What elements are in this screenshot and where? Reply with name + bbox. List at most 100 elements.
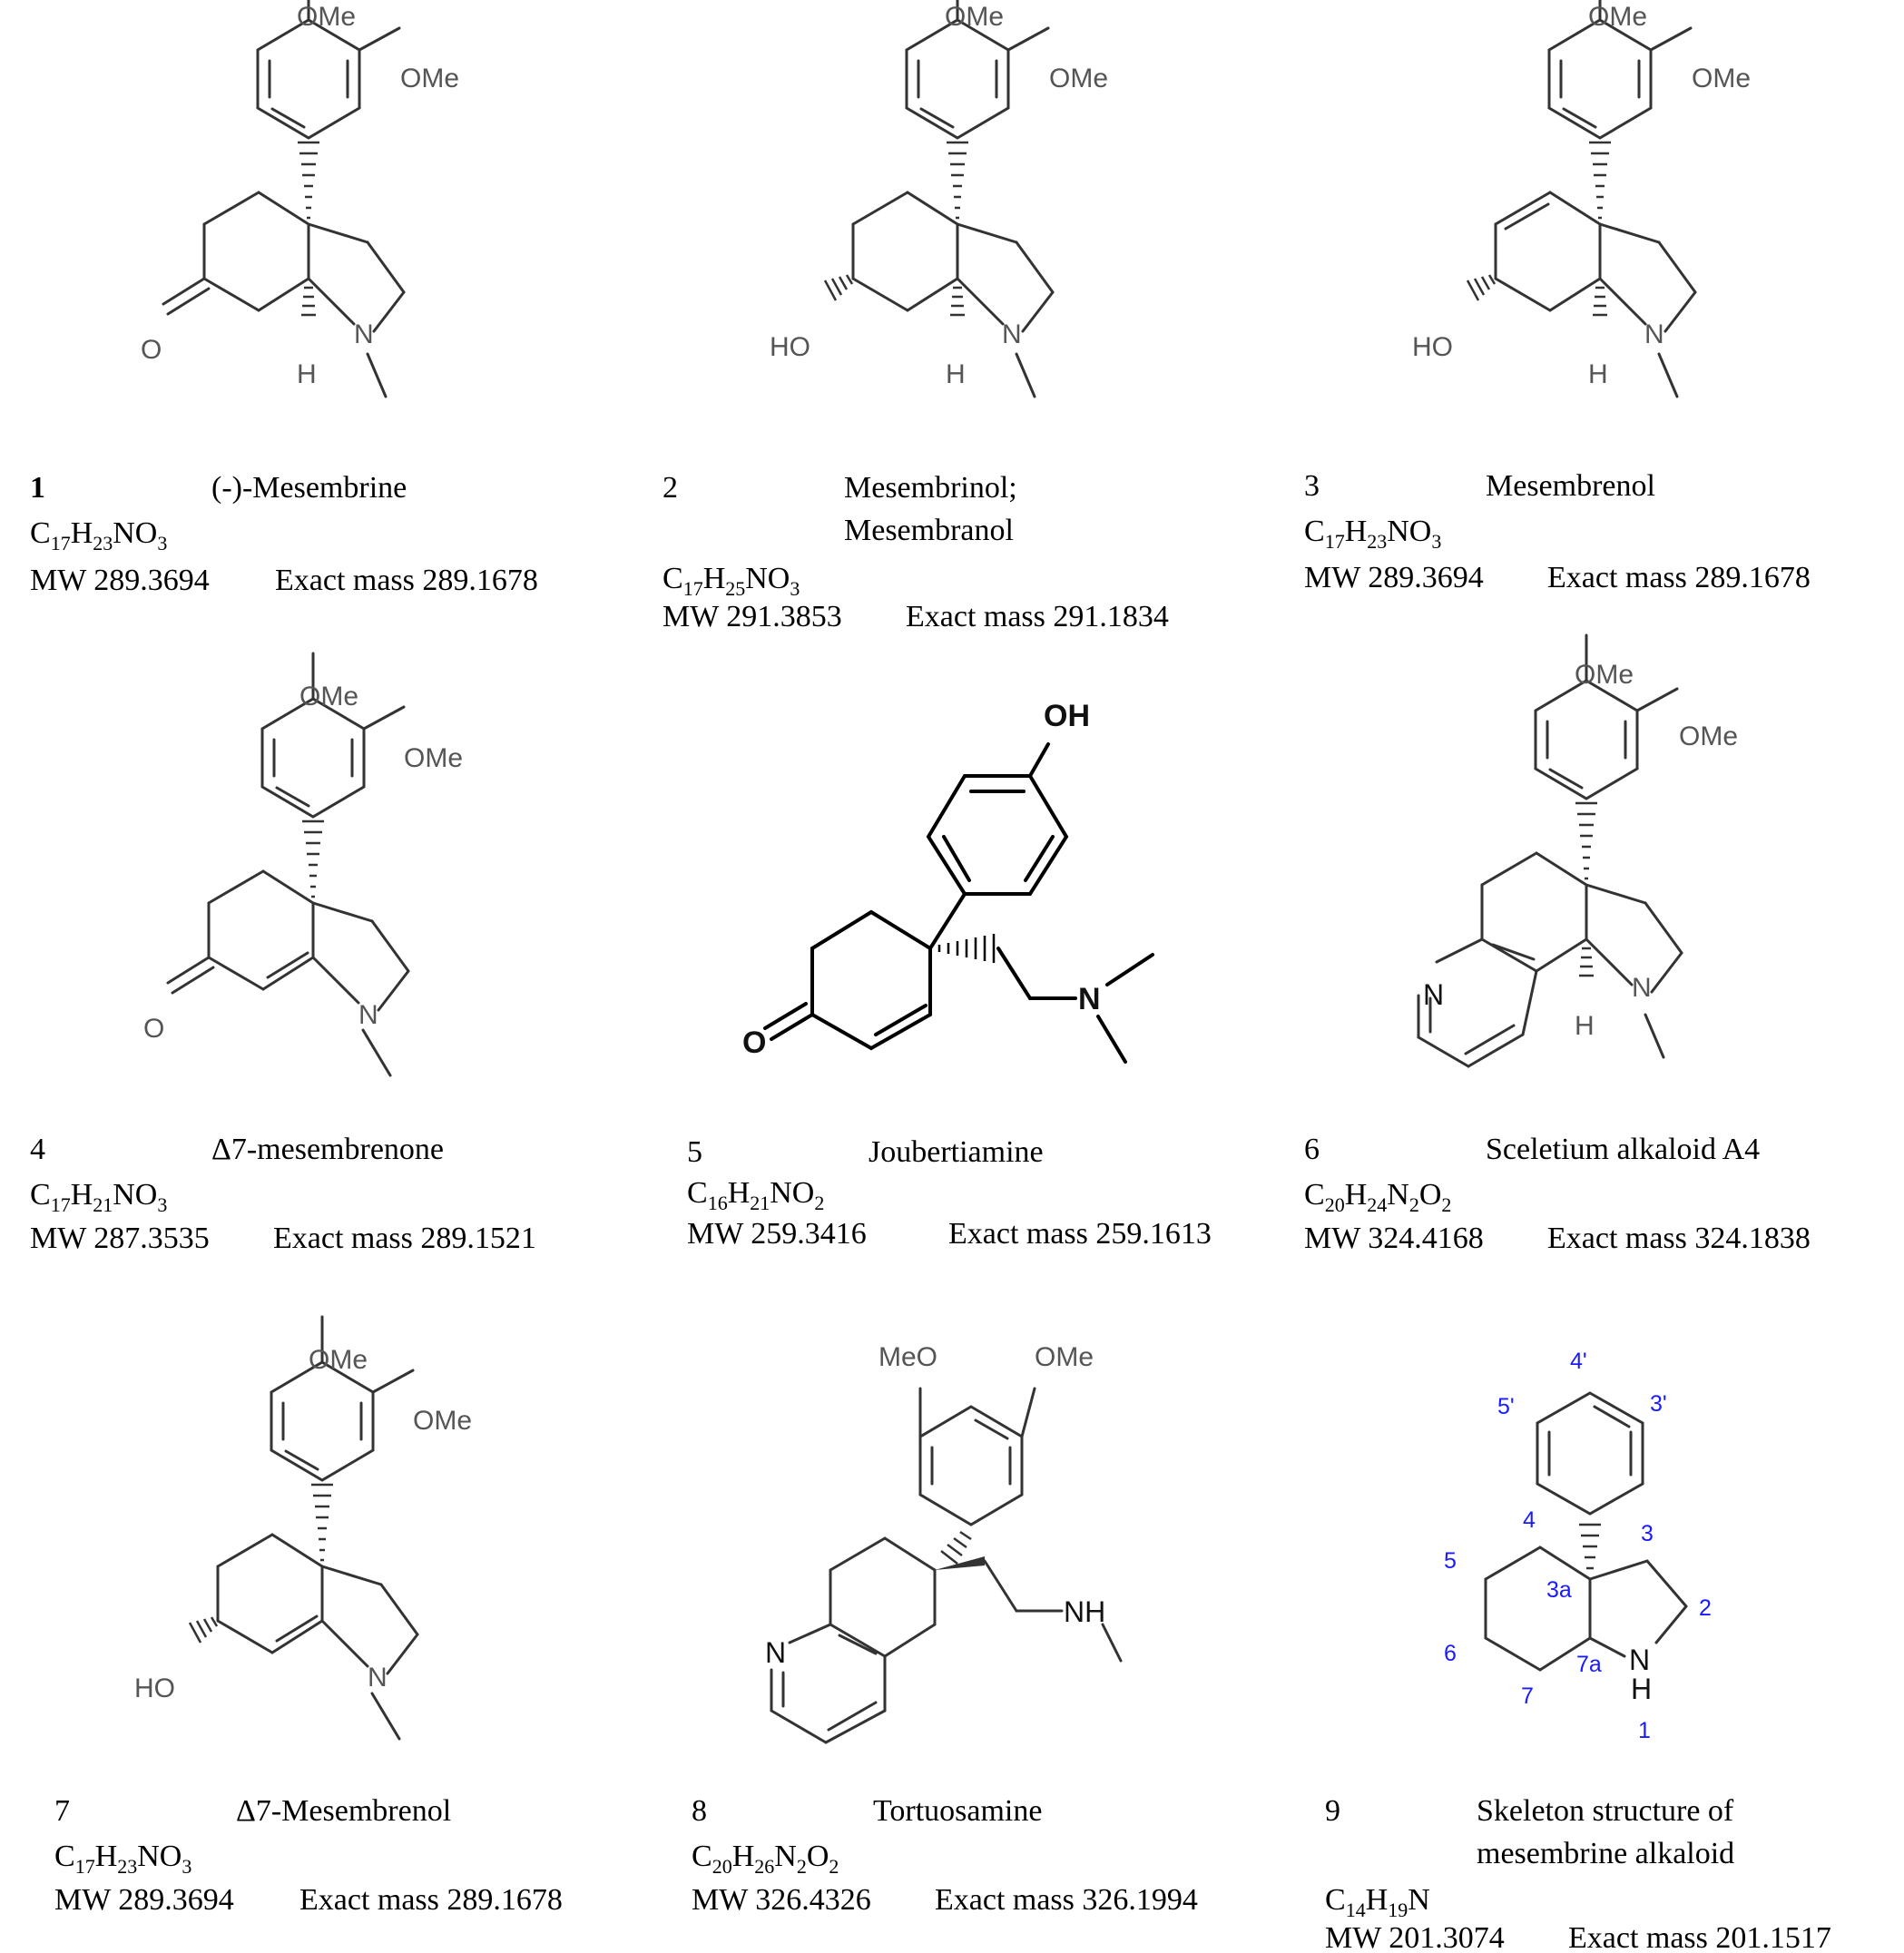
h-label: H	[1631, 1673, 1652, 1705]
compound-number: 6	[1304, 1133, 1320, 1166]
compound-number: 1	[30, 471, 45, 505]
n-label: N	[1644, 319, 1664, 349]
o-label: O	[143, 1014, 164, 1044]
molecular-formula: C20H26N2O2	[692, 1840, 839, 1878]
compound-name: Sceletium alkaloid A4	[1486, 1133, 1760, 1166]
exact-mass: Exact mass 326.1994	[935, 1883, 1198, 1917]
molecular-formula: C14H19N	[1325, 1883, 1430, 1921]
n-label: N	[1078, 982, 1101, 1016]
skeleton-number: 7a	[1576, 1652, 1602, 1677]
skeleton-number: 6	[1444, 1641, 1457, 1666]
structure-8: MeO OMe NH N	[765, 1342, 1123, 1744]
ome-label: OMe	[1692, 64, 1751, 93]
caption-7: 7 Δ7-Mesembrenol C17H23NO3 MW 289.3694 E…	[54, 1794, 563, 1917]
n-label: N	[358, 1000, 378, 1030]
ome-label: OMe	[1679, 721, 1738, 751]
ome-label: OMe	[400, 64, 459, 93]
compound-name: Tortuosamine	[873, 1794, 1042, 1828]
structure-7: OMe OMe HO N	[134, 1315, 472, 1741]
compound-number: 3	[1304, 469, 1320, 503]
ome-label: OMe	[1049, 64, 1108, 93]
compound-name: Skeleton structure of	[1477, 1794, 1734, 1828]
n-label: N	[1002, 319, 1022, 349]
structure-3: OMe OMe HO H N	[1412, 0, 1751, 398]
h-label: H	[946, 359, 966, 389]
h-label: H	[1588, 359, 1608, 389]
structure-6: OMe OMe N H N	[1417, 633, 1738, 1068]
ome-label: OMe	[309, 1345, 368, 1375]
structure-2: OMe OMe HO H N	[770, 0, 1108, 398]
h-label: H	[297, 359, 317, 389]
molecular-weight: MW 289.3694	[30, 564, 210, 597]
exact-mass: Exact mass 289.1678	[1547, 561, 1811, 594]
skeleton-number: 3a	[1546, 1577, 1572, 1603]
molecular-weight: MW 259.3416	[687, 1217, 867, 1251]
exact-mass: Exact mass 289.1521	[273, 1222, 536, 1255]
compound-name: Δ7-mesembrenone	[211, 1133, 444, 1166]
o-label: O	[141, 335, 162, 365]
compound-number: 9	[1325, 1794, 1340, 1828]
n-label: N	[1423, 978, 1444, 1011]
ome-label: OMe	[1035, 1342, 1094, 1372]
skeleton-number: 4	[1523, 1507, 1536, 1533]
compound-name: Joubertiamine	[869, 1135, 1044, 1169]
structure-1: OMe OMe O H N	[141, 0, 459, 398]
exact-mass: Exact mass 289.1678	[275, 564, 538, 597]
molecular-formula: C17H23NO3	[54, 1840, 191, 1878]
ho-label: HO	[1412, 332, 1453, 362]
structure-4: OMe OMe O N	[143, 652, 463, 1077]
exact-mass: Exact mass 259.1613	[948, 1217, 1212, 1251]
molecular-weight: MW 289.3694	[54, 1883, 234, 1917]
ome-label: OMe	[404, 743, 463, 773]
ome-label: OMe	[413, 1406, 472, 1436]
molecular-formula: C17H23NO3	[1304, 515, 1441, 553]
molecular-formula: C17H23NO3	[30, 516, 167, 554]
oh-label: OH	[1044, 699, 1090, 733]
compound-name: Mesembrenol	[1486, 469, 1655, 503]
skeleton-number: 3	[1641, 1521, 1654, 1546]
caption-2: 2 Mesembrinol; Mesembranol C17H25NO3 MW …	[662, 471, 1169, 633]
molecular-weight: MW 201.3074	[1325, 1921, 1505, 1953]
n-label: N	[1629, 1644, 1650, 1676]
structure-9: N H 4' 5' 3' 4 3 5 3a 2 6 7a 7 1	[1444, 1349, 1712, 1743]
exact-mass: Exact mass 291.1834	[906, 600, 1169, 633]
compound-name: (-)-Mesembrine	[211, 471, 407, 505]
molecular-weight: MW 289.3694	[1304, 561, 1484, 594]
molecular-weight: MW 324.4168	[1304, 1222, 1484, 1255]
molecular-formula: C17H25NO3	[662, 562, 800, 600]
caption-8: 8 Tortuosamine C20H26N2O2 MW 326.4326 Ex…	[692, 1794, 1198, 1917]
ome-label: OMe	[297, 2, 356, 32]
compound-name: Δ7-Mesembrenol	[236, 1794, 451, 1828]
n-label: N	[765, 1636, 786, 1669]
compound-number: 8	[692, 1794, 707, 1828]
skeleton-number: 5	[1444, 1548, 1457, 1574]
molecular-weight: MW 291.3853	[662, 600, 842, 633]
n-label: N	[368, 1663, 388, 1693]
n-label: N	[354, 319, 374, 349]
compound-number: 2	[662, 471, 678, 505]
ome-label: OMe	[1588, 2, 1647, 32]
structure-5: OH O N	[742, 699, 1154, 1064]
ome-label: OMe	[1575, 660, 1634, 690]
caption-4: 4 Δ7-mesembrenone C17H21NO3 MW 287.3535 …	[30, 1133, 536, 1255]
compound-number: 5	[687, 1135, 702, 1169]
skeleton-number: 7	[1521, 1683, 1534, 1709]
compound-number: 7	[54, 1794, 70, 1828]
caption-9: 9 Skeleton structure of mesembrine alkal…	[1325, 1794, 1831, 1953]
caption-6: 6 Sceletium alkaloid A4 C20H24N2O2 MW 32…	[1304, 1133, 1811, 1255]
skeleton-number: 5'	[1497, 1394, 1515, 1419]
compound-name: mesembrine alkaloid	[1477, 1837, 1734, 1870]
exact-mass: Exact mass 324.1838	[1547, 1222, 1811, 1255]
caption-5: 5 Joubertiamine C16H21NO2 MW 259.3416 Ex…	[687, 1135, 1212, 1251]
skeleton-number: 1	[1638, 1718, 1651, 1743]
exact-mass: Exact mass 289.1678	[299, 1883, 563, 1917]
exact-mass: Exact mass 201.1517	[1568, 1921, 1831, 1953]
molecular-weight: MW 326.4326	[692, 1883, 871, 1917]
skeleton-number: 3'	[1650, 1391, 1667, 1417]
ome-label: OMe	[945, 2, 1004, 32]
skeleton-number: 4'	[1570, 1349, 1587, 1374]
molecular-formula: C17H21NO3	[30, 1178, 167, 1216]
h-label: H	[1575, 1011, 1595, 1041]
caption-3: 3 Mesembrenol C17H23NO3 MW 289.3694 Exac…	[1304, 469, 1811, 594]
